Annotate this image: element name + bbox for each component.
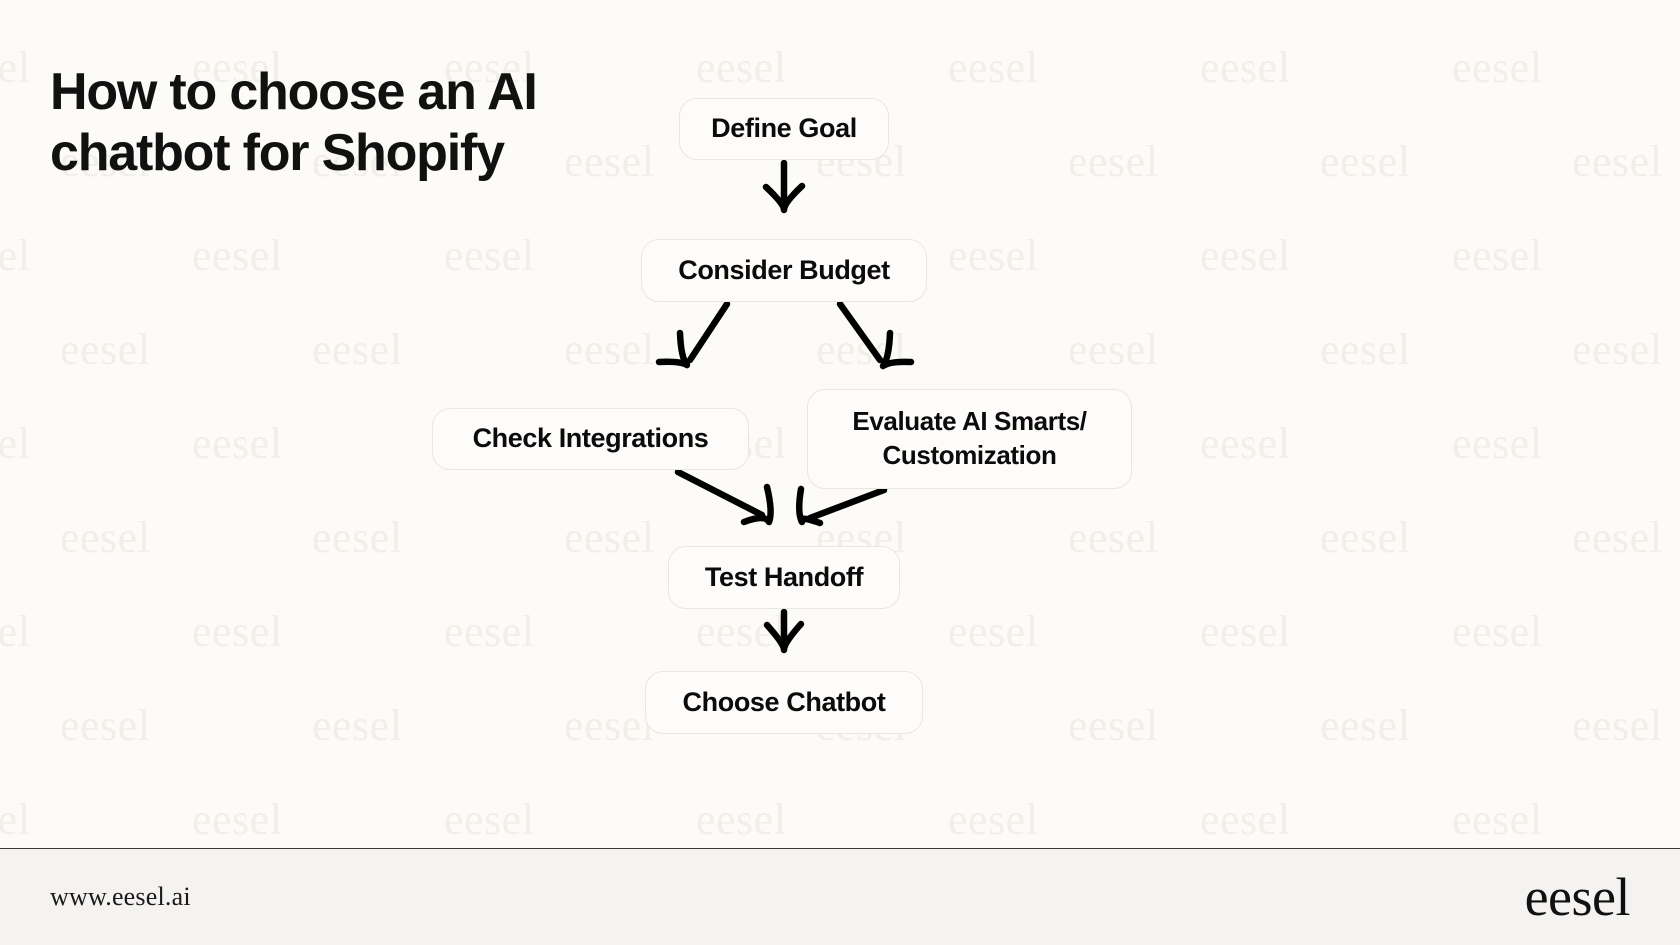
page-title: How to choose an AI chatbot for Shopify	[50, 63, 538, 183]
flowchart: Define Goal Consider Budget Check Integr…	[432, 98, 1132, 734]
edge-consider-budget-to-evaluate-ai	[836, 300, 915, 370]
edge-define-goal-to-consider-budget	[762, 159, 806, 214]
flow-node-define-goal[interactable]: Define Goal	[679, 98, 889, 160]
flow-node-evaluate-ai-line2: Customization	[882, 440, 1057, 470]
edge-consider-budget-to-check-integrations	[655, 300, 731, 369]
edge-evaluate-ai-to-test-handoff	[796, 485, 888, 527]
flow-node-evaluate-ai[interactable]: Evaluate AI Smarts/ Customization	[807, 389, 1132, 489]
flow-node-consider-budget[interactable]: Consider Budget	[641, 239, 927, 302]
flow-node-check-integrations[interactable]: Check Integrations	[432, 408, 749, 470]
footer-url[interactable]: www.eesel.ai	[50, 882, 191, 911]
eesel-logo: eesel	[1524, 867, 1631, 927]
diagram-canvas: How to choose an AI chatbot for Shopify	[50, 63, 1132, 734]
flow-node-test-handoff[interactable]: Test Handoff	[668, 546, 900, 609]
edge-test-handoff-to-choose-chatbot	[763, 608, 805, 654]
flowchart-arrows	[655, 159, 915, 654]
flow-node-evaluate-ai-line1: Evaluate AI Smarts/	[852, 406, 1087, 437]
edge-check-integrations-to-test-handoff	[674, 468, 774, 526]
flow-node-choose-chatbot[interactable]: Choose Chatbot	[645, 671, 923, 734]
footer: www.eesel.ai eesel	[0, 848, 1680, 945]
